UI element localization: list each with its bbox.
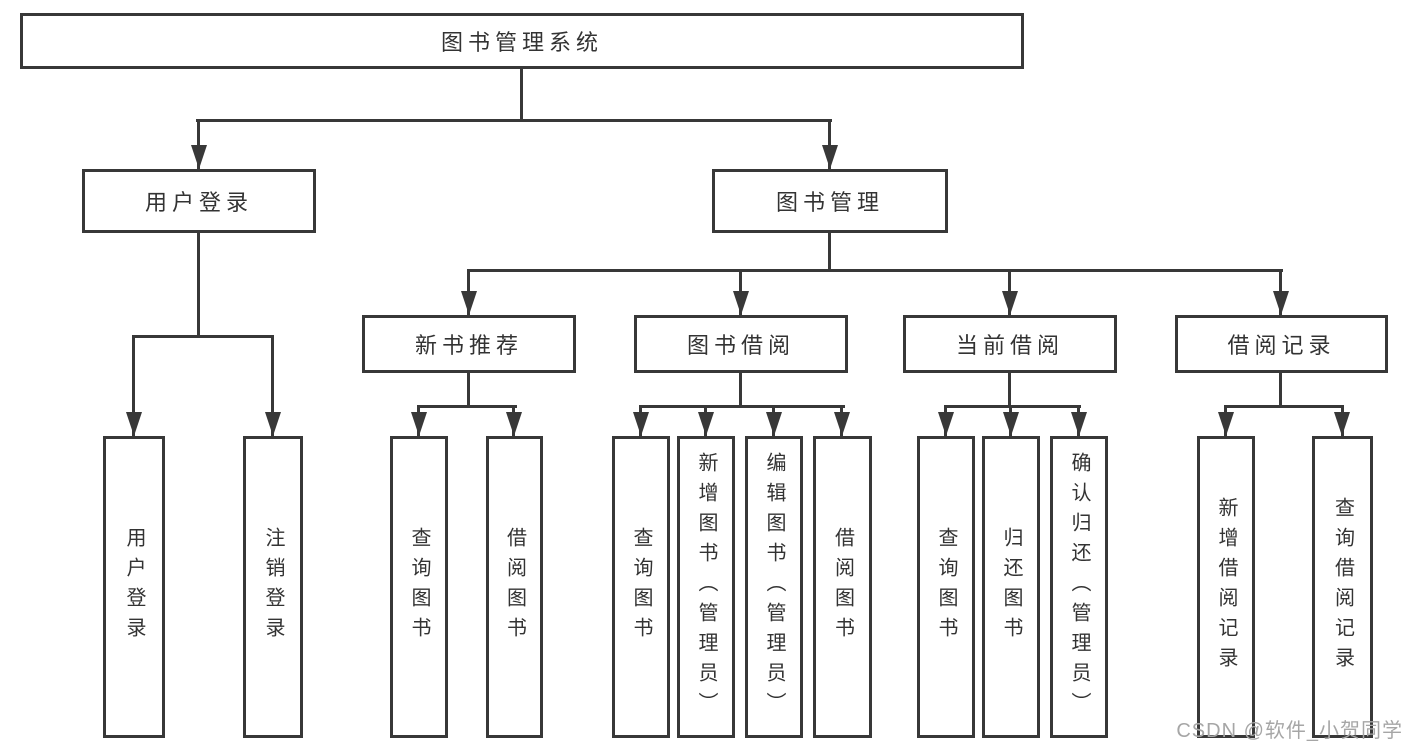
connector-userlogin-stem [197,233,200,336]
node-label: 借阅图书 [831,527,854,647]
connector-borrowrecords-rail [1224,405,1344,408]
arrow-down-icon [834,412,850,436]
node-label: 图书借阅 [686,333,795,358]
arrow-down-icon [698,412,714,436]
arrow-down-icon [938,412,954,436]
node-label: 编辑图书（管理员） [763,452,785,722]
node-user-login: 用户登录 [82,169,316,233]
arrow-down-icon [461,291,477,315]
arrow-down-icon [265,412,281,436]
connector-borrowrecords-stem [1279,373,1282,407]
node-label: 新书推荐 [414,333,523,358]
arrow-down-icon [1218,412,1234,436]
connector-drop [197,119,200,169]
node-label: 借阅记录 [1227,333,1336,358]
node-book-borrow: 图书借阅 [634,315,848,373]
arrow-down-icon [1003,412,1019,436]
arrow-down-icon [822,145,838,169]
arrow-down-icon [633,412,649,436]
node-label: 确认归还（管理员） [1068,452,1090,722]
csdn-watermark: CSDN @软件_小贺同学 [1176,720,1403,742]
node-label: 注销登录 [262,527,284,647]
leaf-borrow-books-2: 借阅图书 [813,436,872,738]
node-label: 查询借阅记录 [1331,497,1354,677]
node-library-system: 图书管理系统 [20,13,1024,69]
node-label: 当前借阅 [955,333,1064,358]
node-label: 查询图书 [408,527,430,647]
leaf-user-login: 用户登录 [103,436,165,738]
node-book-management: 图书管理 [712,169,948,233]
arrow-down-icon [1273,291,1289,315]
connector-bookmgmt-stem [828,233,831,271]
leaf-logout: 注销登录 [243,436,303,738]
node-label: 图书管理系统 [440,30,603,55]
node-label: 归还图书 [1000,527,1022,647]
leaf-borrow-books-1: 借阅图书 [486,436,543,738]
node-label: 新增借阅记录 [1215,497,1237,677]
leaf-query-books-1: 查询图书 [390,436,448,738]
connector-userlogin-rail [132,335,274,338]
connector-newbook-stem [467,373,470,407]
connector-bookborrow-stem [739,373,742,407]
node-label: 查询图书 [935,527,957,647]
arrow-down-icon [1071,412,1087,436]
leaf-query-books-2: 查询图书 [612,436,670,738]
connector-currentborrow-rail [944,405,1081,408]
connector-bookmgmt-rail [467,269,1283,272]
arrow-down-icon [506,412,522,436]
connector-root-stem [520,69,523,120]
leaf-return-books: 归还图书 [982,436,1040,738]
leaf-query-books-3: 查询图书 [917,436,975,738]
node-label: 用户登录 [144,190,253,215]
connector-drop [828,119,831,169]
node-label: 借阅图书 [503,527,526,647]
arrow-down-icon [766,412,782,436]
node-borrow-records: 借阅记录 [1175,315,1388,373]
connector-drop [132,335,135,436]
node-new-book-recommend: 新书推荐 [362,315,576,373]
leaf-query-borrow-record: 查询借阅记录 [1312,436,1373,738]
node-current-borrow: 当前借阅 [903,315,1117,373]
node-label: 图书管理 [775,190,884,215]
leaf-add-books-admin: 新增图书（管理员） [677,436,735,738]
node-label: 查询图书 [630,527,652,647]
arrow-down-icon [1002,291,1018,315]
connector-bookborrow-rail [639,405,845,408]
node-label: 用户登录 [123,527,145,647]
connector-currentborrow-stem [1008,373,1011,407]
arrow-down-icon [733,291,749,315]
connector-root-rail [196,119,832,122]
arrow-down-icon [191,145,207,169]
leaf-edit-books-admin: 编辑图书（管理员） [745,436,803,738]
arrow-down-icon [126,412,142,436]
arrow-down-icon [411,412,427,436]
connector-newbook-rail [417,405,517,408]
node-label: 新增图书（管理员） [695,452,717,722]
leaf-add-borrow-record: 新增借阅记录 [1197,436,1255,738]
arrow-down-icon [1334,412,1350,436]
connector-drop [271,335,274,436]
leaf-confirm-return-admin: 确认归还（管理员） [1050,436,1108,738]
